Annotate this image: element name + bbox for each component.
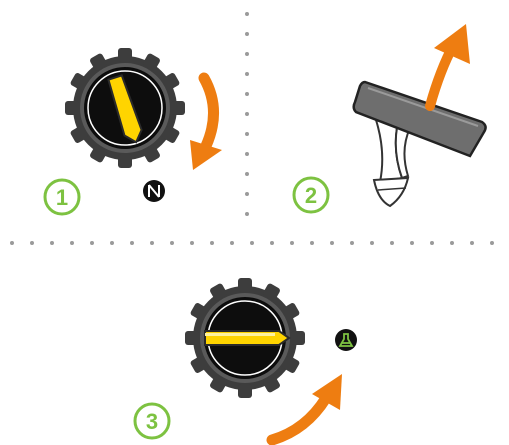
step-number-2: 2: [292, 176, 330, 214]
step-number-3: 3: [133, 402, 171, 440]
neutral-mode-icon: [143, 180, 165, 202]
panel-step-2: 2: [292, 24, 487, 214]
panel-step-3: 3: [133, 277, 357, 445]
step-number-3-label: 3: [146, 409, 158, 434]
knob-pointer: [107, 74, 143, 144]
lift-arrow-icon: [425, 24, 470, 111]
step-number-2-label: 2: [305, 183, 317, 208]
step-number-1-label: 1: [56, 185, 68, 210]
counterclockwise-arrow-icon: [266, 374, 342, 445]
knob-step-1[interactable]: [64, 47, 186, 169]
panel-step-1: 1: [43, 47, 222, 216]
flask-mode-icon: [335, 329, 357, 351]
paddle-handle: [352, 80, 487, 208]
clockwise-arrow-icon: [190, 72, 222, 170]
step-number-1: 1: [43, 178, 81, 216]
knob-step-3[interactable]: [184, 277, 306, 399]
